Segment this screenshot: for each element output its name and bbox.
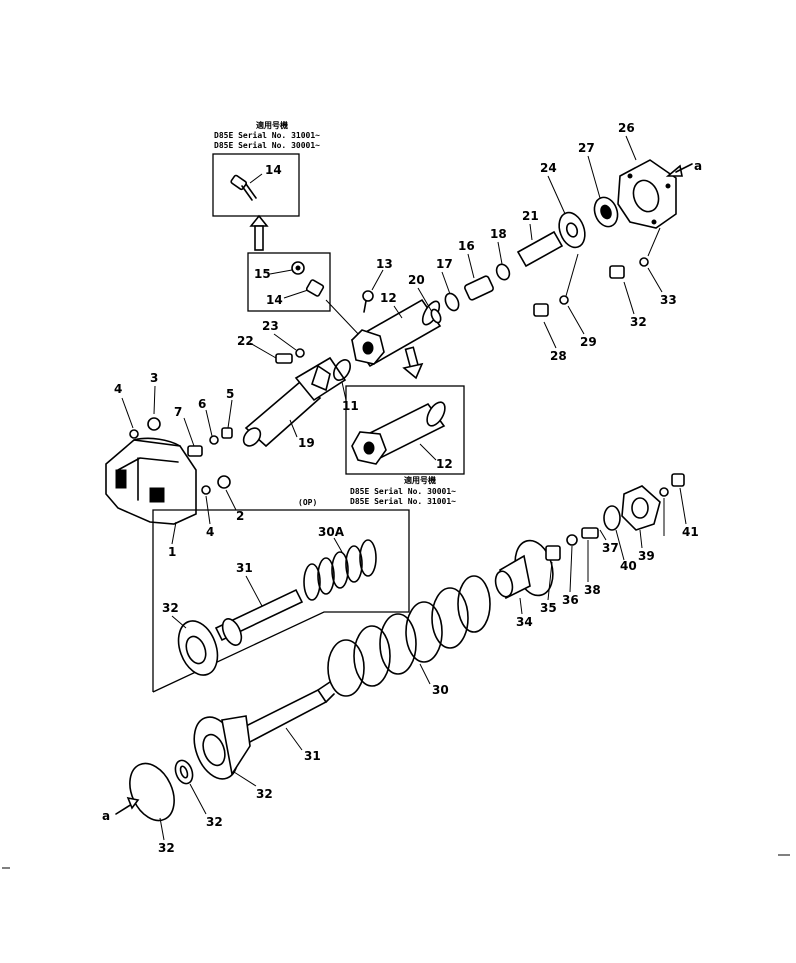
part-1-housing: [105, 437, 197, 525]
callout-6: 5: [226, 387, 234, 401]
callout-14: 14: [266, 293, 283, 307]
callout-8: 7: [174, 405, 182, 419]
serial-note-top-line1: D85E Serial No. 31001~: [214, 130, 320, 140]
callout-40: 41: [682, 525, 699, 539]
part-31-rod: [236, 681, 335, 746]
inset-frame-12: [345, 385, 465, 475]
callout-1: 1: [168, 545, 176, 559]
callout-29: 33: [660, 293, 677, 307]
option-label: (OP): [298, 498, 317, 507]
callout-4: 4: [114, 382, 122, 396]
arrow-a-left-icon: [115, 796, 140, 815]
inset-box-top: 適用号機 D85E Serial No. 31001~ D85E Serial …: [212, 120, 320, 251]
inset-box-12: 12 適用号機 D85E Serial No. 30001~ D85E Seri…: [345, 385, 465, 506]
callout-32: 32: [256, 787, 273, 801]
callout-2: 2: [236, 509, 244, 523]
arrow-up-icon: [249, 214, 269, 251]
serial-note-top-line2: D85E Serial No. 30001~: [214, 140, 320, 150]
callout-36: 37: [602, 541, 619, 555]
part-12-head: [350, 298, 442, 368]
callout-21: 24: [540, 161, 557, 175]
arrow-down-icon: [402, 346, 424, 380]
callout-28: 32: [630, 315, 647, 329]
callout-5: 19: [298, 436, 315, 450]
inset-frame-top: [212, 153, 300, 217]
part-5-cylinder: [242, 356, 347, 448]
callout-3: 3: [150, 371, 158, 385]
callout-9: 22: [237, 334, 254, 348]
part-14-bolt-inset: [230, 173, 263, 201]
serial-note-middle-line1: D85E Serial No. 30001~: [350, 486, 456, 496]
callout-38: 39: [638, 549, 655, 563]
callout-12: 12: [380, 291, 397, 305]
part-16-nut: [464, 275, 494, 301]
option-box: (OP) 30A 31 32: [152, 498, 410, 693]
part-32-flange: [193, 715, 251, 780]
view-mark-a-right: a: [694, 159, 702, 173]
callout-11: 11: [342, 399, 359, 413]
callout-17: 17: [436, 257, 453, 271]
callout-35: 36: [562, 593, 579, 607]
callout-32-op: 32: [162, 601, 179, 615]
callout-37: 38: [584, 583, 601, 597]
callout-14-inset: 14: [265, 163, 282, 177]
callout-12-inset: 12: [436, 457, 453, 471]
callout-23: 29: [580, 335, 597, 349]
serial-note-top-heading: 適用号機: [256, 120, 288, 130]
callout-30A: 30A: [318, 525, 345, 539]
callout-13: 13: [376, 257, 393, 271]
serial-note-middle-line2: D85E Serial No. 31001~: [350, 496, 456, 506]
part-30-spring: [327, 575, 491, 697]
callout-7: 6: [198, 397, 206, 411]
callout-25: 27: [578, 141, 595, 155]
callout-18: 18: [490, 227, 507, 241]
callout-33: 34: [516, 615, 533, 629]
callout-31-op: 31: [236, 561, 253, 575]
callout-15: 15: [254, 267, 271, 281]
serial-note-middle-heading: 適用号機: [404, 475, 436, 485]
arrow-a-right-icon: [665, 163, 693, 177]
callout-31: 31: [304, 749, 321, 763]
callout-16: 16: [458, 239, 475, 253]
part-30A-spring: [303, 539, 377, 601]
callout-27: 32: [158, 841, 175, 855]
callout-39: 40: [620, 559, 637, 573]
callout-4b: 4: [206, 525, 214, 539]
callout-20: 21: [522, 209, 539, 223]
view-mark-a-left: a: [102, 809, 110, 823]
callout-34: 35: [540, 601, 557, 615]
part-33-seat: [494, 539, 554, 600]
inset-frame-middle: [247, 252, 331, 312]
callout-22: 28: [550, 349, 567, 363]
callout-30: 30: [432, 683, 449, 697]
callout-19: 20: [408, 273, 425, 287]
callout-24: 26: [618, 121, 635, 135]
callout-26: 32: [206, 815, 223, 829]
inset-box-middle: 15 14: [247, 252, 363, 339]
callout-10: 23: [262, 319, 279, 333]
part-24-cover: [617, 159, 677, 229]
